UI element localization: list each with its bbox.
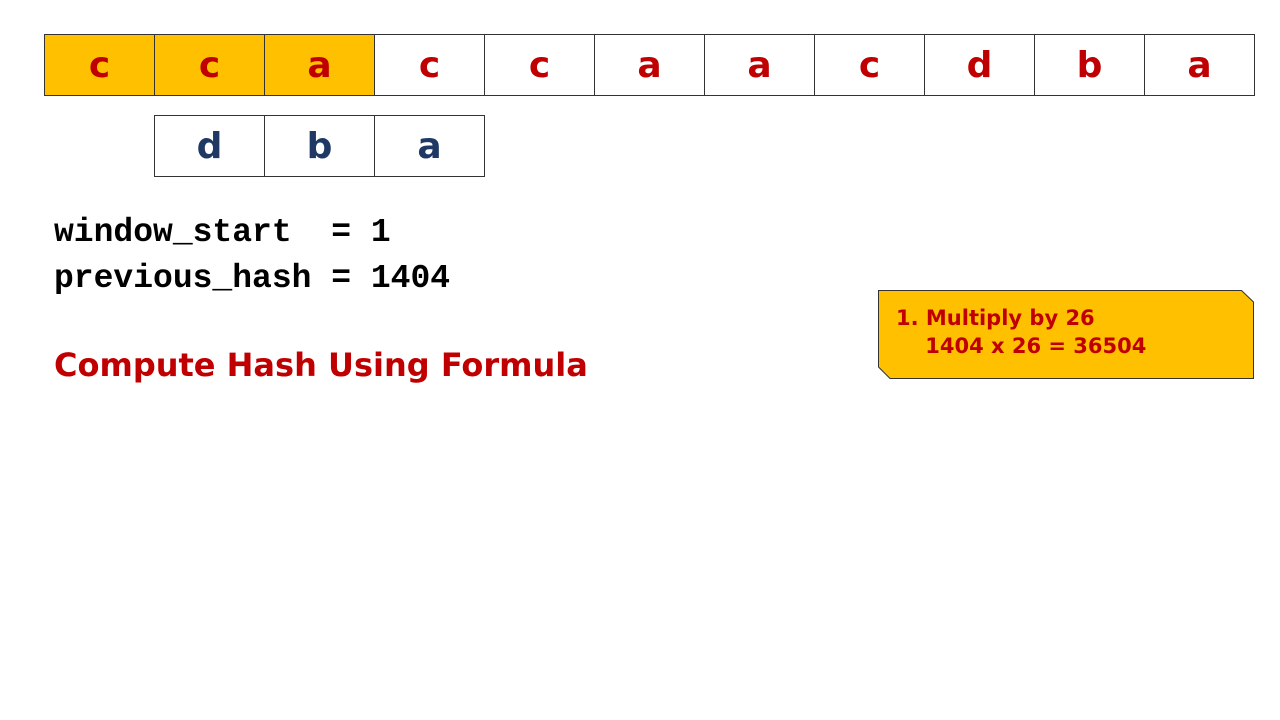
text-cell: c <box>815 34 925 96</box>
text-cell: c <box>155 34 265 96</box>
note-step: 1. Multiply by 26 <box>896 306 1095 330</box>
text-cell: d <box>925 34 1035 96</box>
pattern-cell: b <box>265 115 375 177</box>
text-cell: a <box>265 34 375 96</box>
text-cell: a <box>705 34 815 96</box>
text-array: c c a c c a a c d b a <box>44 34 1255 96</box>
text-cell: c <box>45 34 155 96</box>
calculation-note: 1. Multiply by 26 1404 x 26 = 36504 <box>878 290 1254 379</box>
text-cell: c <box>375 34 485 96</box>
note-text: 1. Multiply by 26 1404 x 26 = 36504 <box>896 304 1146 360</box>
section-heading: Compute Hash Using Formula <box>54 346 588 384</box>
pattern-array: d b a <box>154 115 485 177</box>
note-calc: 1404 x 26 = 36504 <box>925 334 1147 358</box>
previous-hash-line: previous_hash = 1404 <box>54 260 451 297</box>
pattern-cell: a <box>375 115 485 177</box>
text-cell: c <box>485 34 595 96</box>
pattern-cell: d <box>155 115 265 177</box>
text-cell: a <box>595 34 705 96</box>
text-cell: b <box>1035 34 1145 96</box>
text-cell: a <box>1145 34 1255 96</box>
window-start-line: window_start = 1 <box>54 214 391 251</box>
note-shape <box>878 290 1254 379</box>
